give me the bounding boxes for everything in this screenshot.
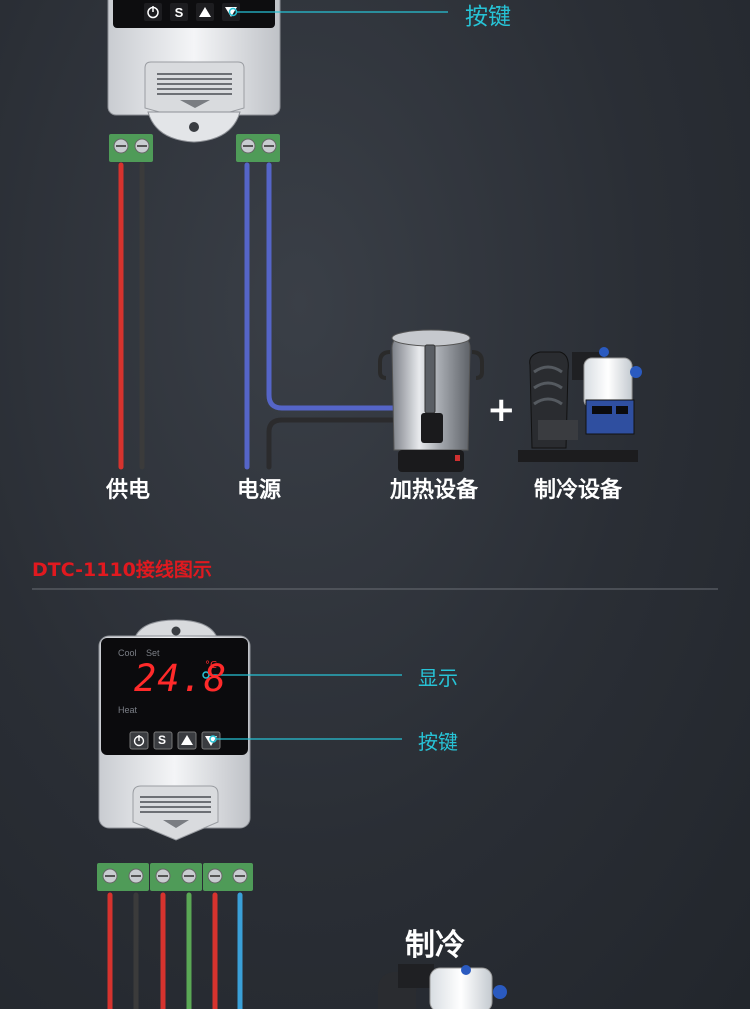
source-label: 电源: [237, 478, 282, 503]
bottom-terminal-block: [97, 863, 253, 891]
bottom-controller: [98, 619, 251, 841]
top-key-set[interactable]: S: [170, 3, 188, 21]
top-key-up[interactable]: [196, 3, 214, 21]
bottom-key-set-label: S: [158, 733, 167, 747]
top-controller: S: [107, 0, 281, 143]
cooling-device-image: [518, 347, 642, 462]
bottom-key-up[interactable]: [177, 731, 197, 750]
top-button-label: 按键: [465, 4, 511, 30]
section-title: DTC-1110接线图示: [32, 559, 212, 581]
cooling-device-label: 制冷设备: [534, 478, 623, 503]
top-terminal-output: [236, 134, 280, 162]
temperature-display: 24.8: [134, 657, 228, 700]
bottom-button-label: 按键: [418, 730, 458, 754]
top-terminal-power: [109, 134, 153, 162]
heating-device-image: [378, 329, 484, 472]
panel-label-heat: Heat: [118, 705, 138, 715]
bottom-key-power[interactable]: [129, 731, 149, 750]
display-label: 显示: [418, 666, 458, 690]
top-key-down[interactable]: [222, 3, 240, 21]
power-label: 供电: [106, 478, 151, 503]
bottom-key-set[interactable]: [153, 731, 173, 750]
svg-text:S: S: [175, 5, 184, 20]
panel-label-set: Set: [146, 648, 160, 658]
panel-label-cool: Cool: [118, 648, 137, 658]
bottom-cooling-label: 制冷: [405, 928, 465, 963]
top-wires: [118, 162, 401, 470]
heating-device-label: 加热设备: [390, 478, 479, 503]
bottom-cooling-device-image: [378, 964, 507, 1009]
temperature-unit: °C: [205, 660, 217, 671]
top-key-power[interactable]: [144, 3, 162, 21]
plus-sign: +: [487, 390, 516, 430]
bottom-wires: [107, 892, 243, 1009]
